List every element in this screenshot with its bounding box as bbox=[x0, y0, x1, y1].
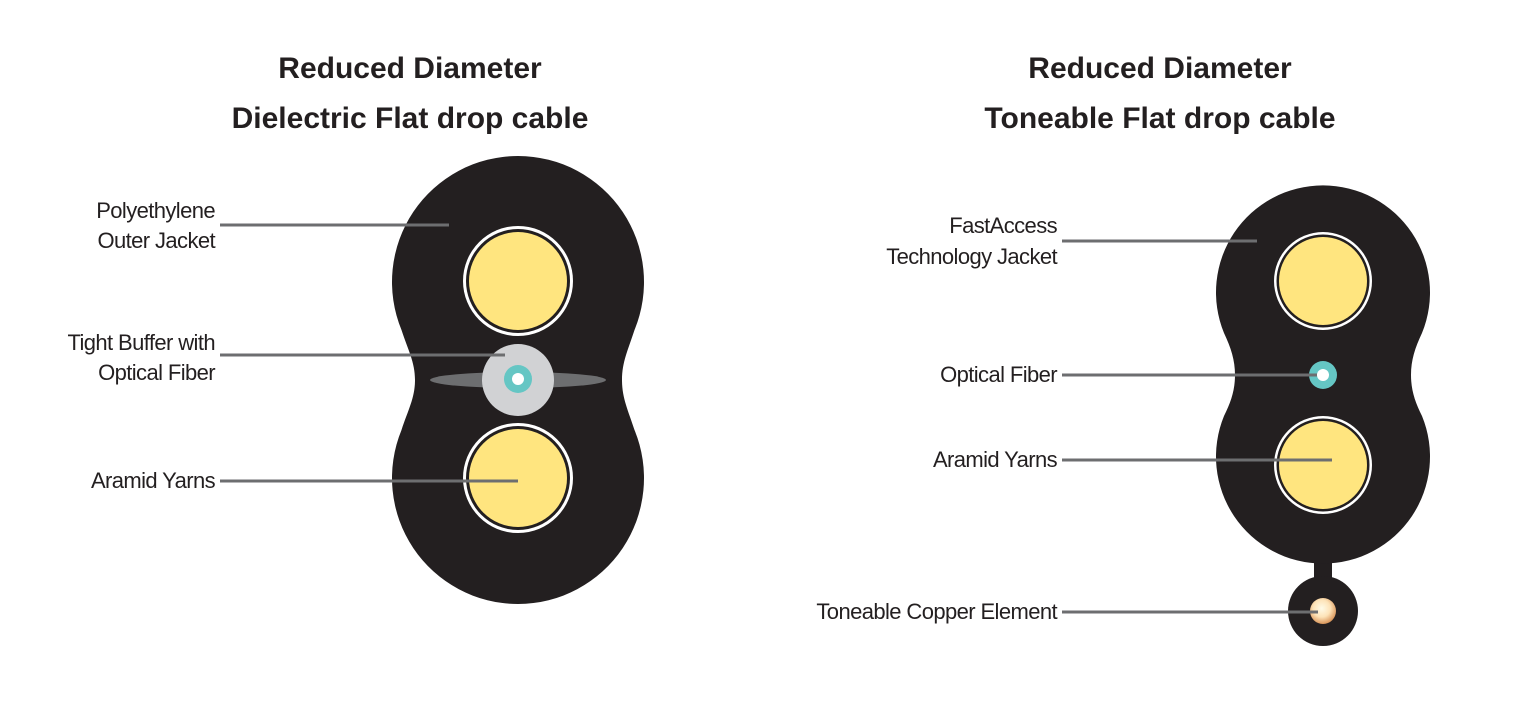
label-buffer-1: Tight Buffer with bbox=[67, 330, 215, 355]
label-jacket-2: Outer Jacket bbox=[97, 228, 215, 253]
fiber-core bbox=[512, 373, 524, 385]
copper-element bbox=[1310, 598, 1336, 624]
label-jacket-1: FastAccess bbox=[949, 213, 1057, 238]
label-fiber: Optical Fiber bbox=[940, 362, 1057, 387]
fiber-core bbox=[1317, 369, 1329, 381]
aramid-yarn-top bbox=[1274, 232, 1372, 330]
aramid-yarn-bottom bbox=[463, 423, 573, 533]
right-title-line2: Toneable Flat drop cable bbox=[984, 102, 1335, 135]
label-buffer-2: Optical Fiber bbox=[98, 360, 215, 385]
aramid-yarn-bottom bbox=[1274, 416, 1372, 514]
left-title-line2: Dielectric Flat drop cable bbox=[232, 102, 589, 135]
left-title-line1: Reduced Diameter bbox=[278, 52, 542, 85]
dielectric-cable-section: Reduced Diameter Dielectric Flat drop ca… bbox=[67, 52, 645, 604]
label-copper: Toneable Copper Element bbox=[816, 599, 1057, 624]
label-jacket-1: Polyethylene bbox=[96, 198, 215, 223]
aramid-yarn-top bbox=[463, 226, 573, 336]
label-jacket-2: Technology Jacket bbox=[886, 244, 1057, 269]
right-title-line1: Reduced Diameter bbox=[1028, 52, 1292, 85]
toneable-cable-section: Reduced Diameter Toneable Flat drop cabl… bbox=[816, 52, 1430, 646]
label-yarns: Aramid Yarns bbox=[933, 447, 1058, 472]
label-yarns: Aramid Yarns bbox=[91, 468, 216, 493]
